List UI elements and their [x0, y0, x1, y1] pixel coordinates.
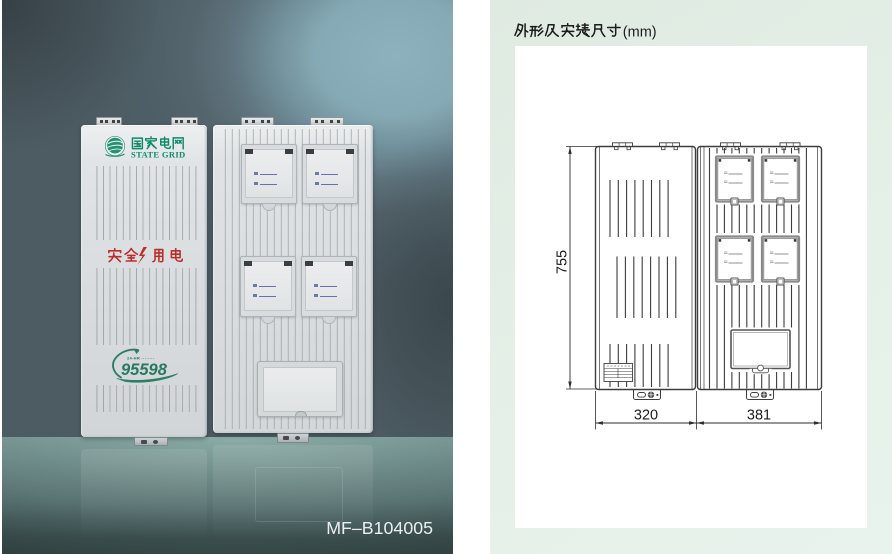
- svg-text:(mm): (mm): [623, 25, 657, 41]
- svg-text:381: 381: [747, 408, 771, 424]
- svg-text:320: 320: [634, 408, 658, 424]
- svg-text:STATE GRID: STATE GRID: [131, 150, 186, 160]
- svg-text:95598: 95598: [121, 361, 168, 379]
- svg-text:24-HR ········: 24-HR ········: [127, 356, 155, 361]
- svg-text:755: 755: [555, 250, 571, 274]
